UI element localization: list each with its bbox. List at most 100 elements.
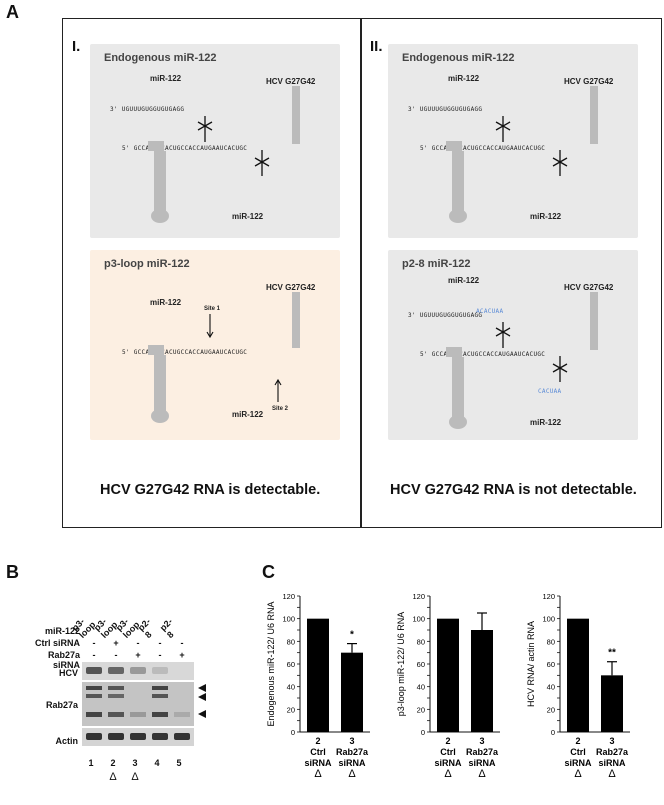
bar	[307, 618, 329, 732]
y-tick-label: 100	[412, 615, 425, 624]
site2-label: Site 2	[272, 406, 289, 412]
row-header-ctrl: Ctrl siRNA	[34, 638, 80, 648]
hcv-label: HCV G27G42	[266, 77, 316, 86]
panel-a-right-roman: II.	[370, 38, 383, 55]
diagram-right-bottom: p2-8 miR-122 miR-122 HCV G27G42 miR-122 …	[388, 250, 638, 440]
y-tick-label: 60	[417, 660, 425, 669]
sign: +	[179, 650, 185, 660]
y-tick-label: 60	[547, 660, 555, 669]
y-tick-label: 0	[551, 728, 555, 737]
sign: -	[180, 638, 184, 648]
bar	[471, 630, 493, 732]
category-label: Δ	[574, 768, 582, 780]
sign: -	[92, 638, 96, 648]
category-label: siRNA	[434, 758, 462, 768]
sign: -	[136, 638, 140, 648]
lane-number: 4	[154, 758, 160, 768]
mir-label-bottom: miR-122	[232, 212, 264, 221]
mir-label-bottom: miR-122	[232, 410, 264, 419]
category-label: 2	[575, 736, 580, 746]
sign: -	[158, 638, 162, 648]
lane-number: 1	[88, 758, 94, 768]
hcv-sequence: 5' GCCA GACACUGCCACCAUGAAUCACUGC	[122, 145, 248, 152]
mir-sequence: 3' UGUUUGUGGUGUGAGG	[110, 106, 185, 113]
category-label: siRNA	[598, 758, 626, 768]
lane-number: 5	[176, 758, 182, 768]
western-blot-image	[82, 662, 206, 746]
band-label-rab27a: Rab27a	[45, 700, 78, 710]
y-tick-label: 100	[542, 615, 555, 624]
category-label: 2	[445, 736, 450, 746]
panel-a-letter: A	[6, 2, 19, 22]
diagram-title: p2-8 miR-122	[402, 258, 471, 270]
category-label: 2	[315, 736, 320, 746]
y-tick-label: 100	[282, 615, 295, 624]
conclusion-right: HCV G27G42 RNA is not detectable.	[390, 482, 637, 498]
hcv-sequence: 5' GCCA GACACUGCCACCAUGAAUCACUGC	[420, 351, 546, 358]
y-tick-label: 20	[287, 705, 295, 714]
category-label: Ctrl	[570, 747, 586, 757]
diagram-left-top: Endogenous miR-122 miR-122 HCV G27G42 mi…	[90, 44, 340, 238]
rna-structure-drawing	[148, 292, 300, 423]
diagram-title: Endogenous miR-122	[402, 52, 515, 64]
rna-structure-drawing	[148, 86, 300, 223]
category-label: Δ	[348, 768, 356, 780]
band-label-actin: Actin	[55, 736, 79, 746]
category-label: Rab27a	[336, 747, 369, 757]
panel-a-divider	[360, 18, 362, 528]
band-label-hcv: HCV	[58, 668, 78, 678]
hcv-label: HCV G27G42	[564, 77, 614, 86]
y-tick-label: 40	[547, 683, 555, 692]
category-label: siRNA	[338, 758, 366, 768]
category-label: Δ	[314, 768, 322, 780]
sign: +	[113, 638, 119, 648]
panel-b-letter: B	[6, 562, 19, 582]
diagram-title: p3-loop miR-122	[104, 258, 190, 270]
delta-mark: Δ	[109, 771, 117, 783]
mir-sequence: 3' UGUUUGUGGUGUGAGG	[408, 312, 483, 319]
conclusion-left: HCV G27G42 RNA is detectable.	[100, 482, 321, 498]
sign: -	[92, 650, 96, 660]
y-tick-label: 0	[421, 728, 425, 737]
y-axis-label: HCV RNA/ actin RNA	[526, 621, 536, 707]
y-tick-label: 60	[287, 660, 295, 669]
y-tick-label: 0	[291, 728, 295, 737]
significance-mark: *	[350, 630, 354, 641]
diagram-left-bottom: p3-loop miR-122 miR-122 HCV G27G42 miR-1…	[90, 250, 340, 440]
significance-mark: **	[608, 648, 616, 659]
blue-sequence-2: CACUAA	[538, 388, 562, 395]
y-tick-label: 20	[547, 705, 555, 714]
hcv-sequence: 5' GCCA GACACUGCCACCAUGAAUCACUGC	[122, 349, 248, 356]
y-axis-label: p3-loop miR-122/ U6 RNA	[396, 612, 406, 717]
row-header-rab27a: Rab27a siRNA	[47, 650, 80, 670]
category-label: Rab27a	[596, 747, 629, 757]
hcv-label: HCV G27G42	[266, 283, 316, 292]
diagram-right-top: Endogenous miR-122 miR-122 HCV G27G42 mi…	[388, 44, 638, 238]
category-label: Ctrl	[310, 747, 326, 757]
bar	[341, 652, 363, 732]
y-tick-label: 80	[547, 637, 555, 646]
y-tick-label: 80	[287, 637, 295, 646]
rna-structure-drawing	[446, 292, 598, 429]
mir-label-bottom: miR-122	[530, 212, 562, 221]
col-label: p2-8	[157, 616, 176, 640]
category-label: Rab27a	[466, 747, 499, 757]
y-tick-label: 80	[417, 637, 425, 646]
y-tick-label: 120	[412, 592, 425, 601]
y-tick-label: 20	[417, 705, 425, 714]
lane-number: 2	[110, 758, 116, 768]
site1-label: Site 1	[204, 306, 221, 312]
mir-label: miR-122	[448, 74, 480, 83]
mir-label-bottom: miR-122	[530, 418, 562, 427]
panel-a-left-roman: I.	[72, 38, 81, 55]
y-tick-label: 40	[417, 683, 425, 692]
mir-label: miR-122	[150, 298, 182, 307]
category-label: 3	[479, 736, 484, 746]
bar	[601, 675, 623, 732]
category-label: 3	[609, 736, 614, 746]
panel-c-letter: C	[262, 562, 275, 582]
panel-a-frame	[62, 18, 662, 528]
y-tick-label: 120	[282, 592, 295, 601]
